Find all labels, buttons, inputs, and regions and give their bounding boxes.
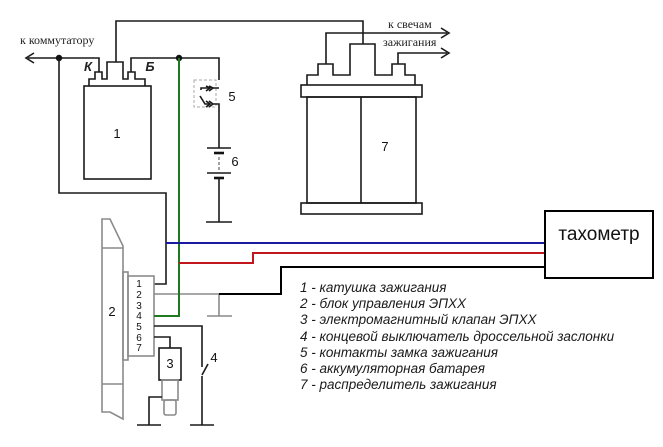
ignition-contacts-number: 5 <box>228 89 235 104</box>
ignition-coil: 1 К Б <box>83 59 155 180</box>
pin-label: 7 <box>136 343 142 354</box>
wire-to-commutator <box>28 57 100 72</box>
wire-black <box>219 266 545 295</box>
legend-item: 6 - аккумуляторная батарея <box>300 361 485 376</box>
wire-to-plug-2 <box>397 52 447 64</box>
solenoid-valve: 3 <box>137 336 182 426</box>
valve-number: 3 <box>166 356 173 371</box>
pin-label: 4 <box>136 311 142 322</box>
pin-label: 1 <box>136 279 142 290</box>
legend-item: 2 - блок управления ЭПХХ <box>299 296 467 311</box>
tachometer: тахометр <box>544 210 654 279</box>
wire-green <box>154 58 180 317</box>
wire-red <box>179 252 545 264</box>
legend: 1 - катушка зажигания 2 - блок управлени… <box>299 280 615 392</box>
arrow-right-icon <box>440 27 451 39</box>
legend-item: 5 - контакты замка зажигания <box>300 345 498 360</box>
terminal-b-label: Б <box>145 59 154 74</box>
coil-number: 1 <box>113 126 120 141</box>
ignition-distributor: 7 <box>300 43 423 215</box>
terminal-k-label: К <box>84 59 93 74</box>
pin-label: 6 <box>136 333 142 344</box>
battery-number: 6 <box>231 154 238 169</box>
ignition-switch-contacts: 5 <box>193 79 236 148</box>
epxx-control-unit: 2 1 2 3 4 5 6 7 <box>101 218 155 421</box>
wire-b-terminal <box>130 57 220 80</box>
tachometer-label: тахометр <box>558 224 639 245</box>
control-unit-number: 2 <box>108 304 115 319</box>
legend-item: 7 - распределитель зажигания <box>300 377 497 392</box>
wire-k-to-pin1 <box>58 58 167 285</box>
pin-label: 5 <box>136 322 142 333</box>
to-plugs-label-line1: к свечам <box>388 17 432 31</box>
to-plugs-label-line2: зажигания <box>383 35 437 49</box>
wire-to-plug-1 <box>325 32 447 64</box>
legend-item: 3 - электромагнитный клапан ЭПХХ <box>300 312 537 327</box>
pin-label: 2 <box>136 290 142 301</box>
limit-switch-number: 4 <box>210 350 217 365</box>
throttle-limit-switch: 4 <box>154 325 218 426</box>
legend-item: 4 - концевой выключатель дроссельной зас… <box>300 329 615 344</box>
pin-label: 3 <box>136 301 142 312</box>
battery: 6 <box>206 147 239 223</box>
distributor-number: 7 <box>381 139 388 154</box>
wire-pin2-ground <box>154 293 232 317</box>
arrow-right-icon <box>440 47 451 59</box>
arrow-left-icon <box>24 52 35 64</box>
to-commutator-label: к коммутатору <box>20 33 94 47</box>
legend-item: 1 - катушка зажигания <box>300 280 447 295</box>
